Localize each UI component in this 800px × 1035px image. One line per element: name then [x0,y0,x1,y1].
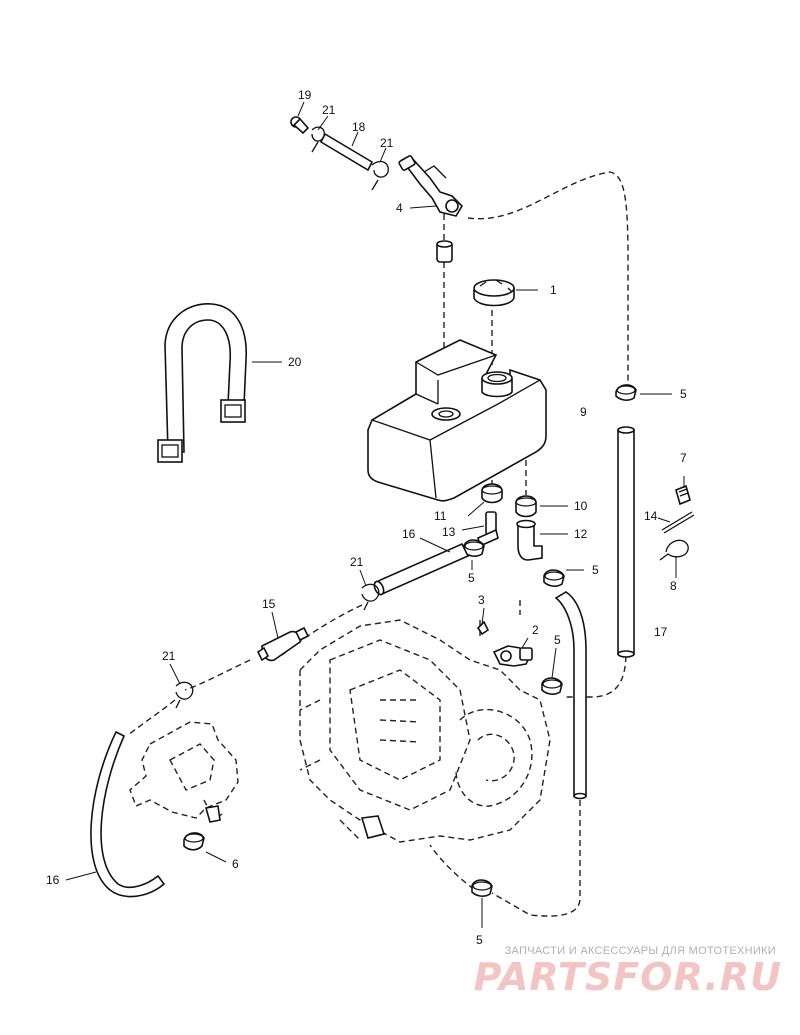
part-5-clamp-bottom [471,879,493,897]
callout-18: 18 [352,120,366,134]
callout-15: 15 [262,597,276,611]
callout-21: 21 [162,649,176,663]
part-17-hose [617,426,635,658]
part-21-clamp-mid [371,160,389,191]
part-7-clip [675,484,691,506]
callout-20: 20 [288,355,302,369]
part-5-clamp-lower-center [541,677,563,695]
callout-5: 5 [476,933,483,947]
part-12-elbow [516,519,543,561]
part-2-fitting [492,645,533,667]
engine-dashed [299,619,551,843]
callout-11: 11 [434,509,447,523]
callout-14: 14 [644,509,658,523]
part-13-fitting [477,511,499,548]
part-20-tank-strap [157,303,247,463]
watermark-brand: PARTSFOR.RU [474,955,782,999]
callout-16: 16 [46,873,60,887]
part-16-hose-upper [373,542,470,596]
part-6-clamp [183,832,205,851]
callout-13: 13 [442,525,456,539]
callout-5: 5 [680,387,687,401]
callout-1: 1 [550,283,557,297]
callout-6: 6 [232,857,239,871]
part-10-grommet [515,495,537,518]
callout-12: 12 [574,527,588,541]
callout-21: 21 [380,136,394,150]
part-hose-center [554,591,587,800]
watermark-tagline: ЗАПЧАСТИ И АКСЕССУАРЫ ДЛЯ МОТОТЕХНИКИ [505,945,776,957]
breather-assembly [290,116,464,217]
callout-8: 8 [670,579,677,593]
callout-3: 3 [478,593,485,607]
callout-5: 5 [468,571,475,585]
part-11-grommet [481,483,503,504]
callout-19: 19 [298,88,312,102]
callout-7: 7 [680,451,687,465]
callout-10: 10 [574,499,588,513]
callout-5: 5 [554,633,561,647]
callout-2: 2 [532,623,539,637]
callout-21: 21 [350,555,364,569]
callout-9: 9 [580,405,587,419]
callout-16: 16 [402,527,416,541]
callout-4: 4 [396,201,403,215]
part-21-clamp-left [175,681,194,709]
leader-lines [65,101,685,928]
part-21-clamp-filter [361,583,380,611]
callout-21: 21 [322,103,336,117]
callout-17: 17 [654,625,668,639]
part-5-clamp-right-top [615,384,637,401]
part-14-tie [661,511,695,534]
watermark: ЗАПЧАСТИ И АКСЕССУАРЫ ДЛЯ МОТОТЕХНИКИ PA… [474,945,782,999]
callout-labels: 19 21 18 21 4 1 20 5 9 7 10 11 14 13 16 … [46,88,687,947]
part-8-tie-loop [659,539,689,561]
part-1-oil-tank-cap [473,279,515,307]
part-18-hose [319,132,374,172]
part-15-filter [256,626,310,662]
callout-5: 5 [592,563,599,577]
part-grommet-tee [436,240,453,263]
part-4-tee-fitting [398,155,464,217]
part-9-oil-tank [367,339,547,502]
part-16-hose-lower [90,730,166,898]
oil-pump-dashed [129,721,239,823]
part-19-plug [290,116,310,135]
part-5-clamp-mid-right [543,569,565,587]
